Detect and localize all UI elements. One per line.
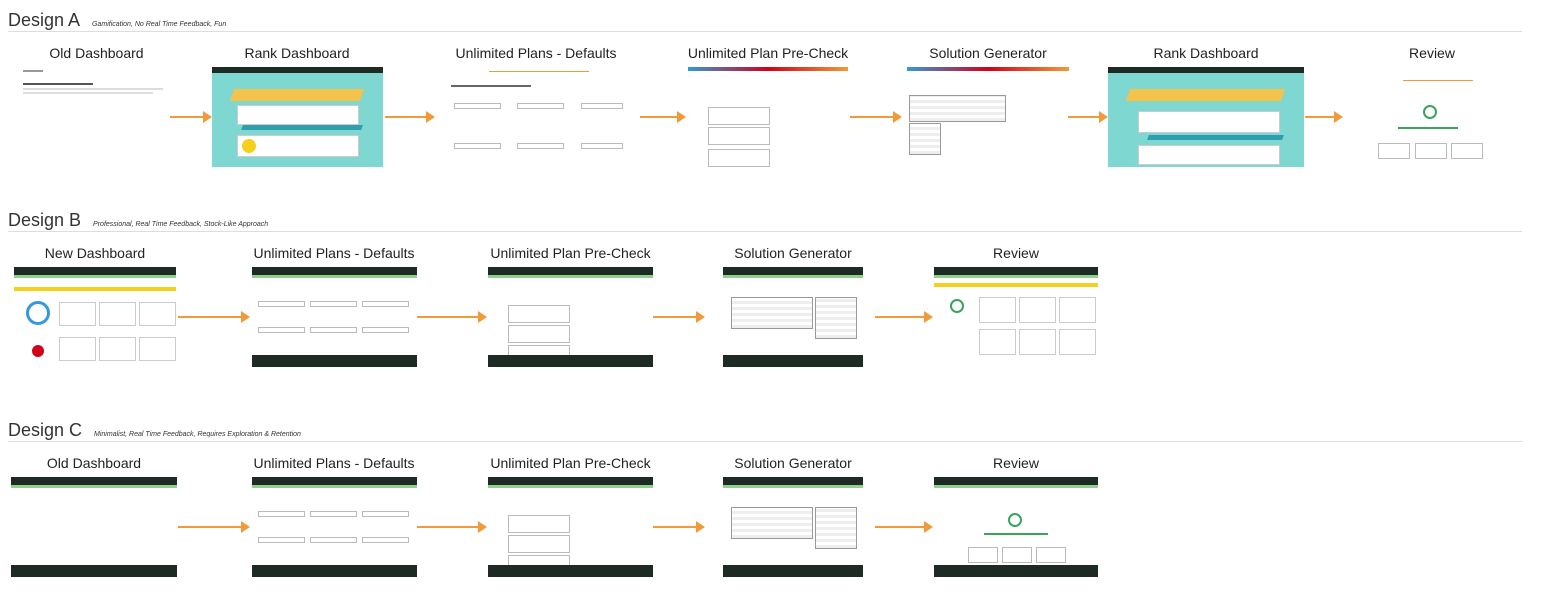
flow-arrow (875, 311, 933, 323)
flow-arrow (875, 521, 933, 533)
design-b-screen-review[interactable]: Review (934, 245, 1098, 367)
flow-arrow (417, 311, 487, 323)
flow-arrow (1305, 111, 1343, 123)
screen-thumbnail (448, 67, 624, 167)
screen-label: Unlimited Plan Pre-Check (490, 245, 651, 261)
flow-arrow (417, 521, 487, 533)
design-a-screen-unlimited-plans-defaults[interactable]: Unlimited Plans - Defaults (436, 45, 636, 167)
design-c-screen-solution-generator[interactable]: Solution Generator (705, 455, 881, 577)
design-b-screen-unlimited-plan-pre-check[interactable]: Unlimited Plan Pre-Check (488, 245, 653, 367)
screen-label: Review (1409, 45, 1455, 61)
design-c-subtitle: Minimalist, Real Time Feedback, Requires… (94, 431, 301, 438)
screen-label: Review (993, 245, 1039, 261)
design-a-screen-solution-generator[interactable]: Solution Generator (904, 45, 1072, 167)
screen-thumbnail (1108, 67, 1304, 167)
screen-thumbnail (251, 477, 417, 577)
design-a-divider (8, 31, 1522, 32)
screen-thumbnail (488, 267, 653, 367)
design-b-screen-new-dashboard[interactable]: New Dashboard (14, 245, 176, 367)
screen-thumbnail (251, 267, 417, 367)
design-c-screen-old-dashboard[interactable]: Old Dashboard (10, 455, 178, 577)
screen-label: Rank Dashboard (244, 45, 350, 61)
screen-thumbnail (19, 67, 174, 167)
screen-thumbnail (688, 67, 848, 167)
design-c-header: Design C Minimalist, Real Time Feedback,… (8, 420, 301, 441)
screen-thumbnail (488, 477, 653, 577)
screen-thumbnail (907, 67, 1069, 167)
design-c-screen-review[interactable]: Review (934, 455, 1098, 577)
screen-label: Unlimited Plan Pre-Check (490, 455, 651, 471)
screen-label: Unlimited Plan Pre-Check (687, 45, 849, 61)
flow-arrow (653, 311, 705, 323)
design-b-screen-solution-generator[interactable]: Solution Generator (705, 245, 881, 367)
design-a-header: Design A Gamification, No Real Time Feed… (8, 10, 226, 31)
screen-label: New Dashboard (44, 245, 146, 261)
design-c-divider (8, 441, 1522, 442)
flow-arrow (1068, 111, 1108, 123)
screen-label: Unlimited Plans - Defaults (253, 455, 415, 471)
screen-thumbnail (934, 267, 1098, 367)
screen-label: Rank Dashboard (1153, 45, 1259, 61)
design-c-screen-unlimited-plans-defaults[interactable]: Unlimited Plans - Defaults (250, 455, 418, 577)
screen-thumbnail (11, 477, 177, 577)
screen-label: Review (993, 455, 1039, 471)
flow-arrow (653, 521, 705, 533)
screen-thumbnail (723, 267, 863, 367)
screen-thumbnail (934, 477, 1098, 577)
flow-arrow (385, 111, 435, 123)
design-a-screen-rank-dashboard[interactable]: Rank Dashboard (211, 45, 383, 167)
screen-thumbnail (723, 477, 863, 577)
screen-label: Old Dashboard (49, 45, 144, 61)
flow-arrow (178, 521, 250, 533)
flow-arrow (640, 111, 686, 123)
design-a-screen-rank-dashboard-2[interactable]: Rank Dashboard (1108, 45, 1304, 167)
screen-label: Unlimited Plans - Defaults (253, 245, 415, 261)
screen-thumbnail (1343, 67, 1521, 167)
design-b-header: Design B Professional, Real Time Feedbac… (8, 210, 268, 231)
design-c-screen-unlimited-plan-pre-check[interactable]: Unlimited Plan Pre-Check (488, 455, 653, 577)
design-b-screen-unlimited-plans-defaults[interactable]: Unlimited Plans - Defaults (250, 245, 418, 367)
design-b-title: Design B (8, 210, 82, 230)
flow-arrow (850, 111, 902, 123)
flow-arrow (170, 111, 212, 123)
design-b-divider (8, 231, 1522, 232)
design-a-screen-review[interactable]: Review (1343, 45, 1521, 167)
design-a-screen-unlimited-plan-pre-check[interactable]: Unlimited Plan Pre-Check (688, 45, 848, 167)
flow-arrow (178, 311, 250, 323)
screen-label: Old Dashboard (46, 455, 142, 471)
screen-label: Solution Generator (734, 455, 852, 471)
design-a-screen-old-dashboard[interactable]: Old Dashboard (15, 45, 178, 167)
design-b-subtitle: Professional, Real Time Feedback, Stock-… (93, 221, 269, 228)
screen-label: Solution Generator (929, 45, 1047, 61)
screen-thumbnail (14, 267, 176, 367)
screen-label: Unlimited Plans - Defaults (455, 45, 617, 61)
screen-thumbnail (211, 67, 383, 167)
design-c-title: Design C (8, 420, 83, 440)
design-a-subtitle: Gamification, No Real Time Feedback, Fun (92, 21, 227, 28)
screen-label: Solution Generator (734, 245, 852, 261)
design-a-title: Design A (8, 10, 81, 30)
